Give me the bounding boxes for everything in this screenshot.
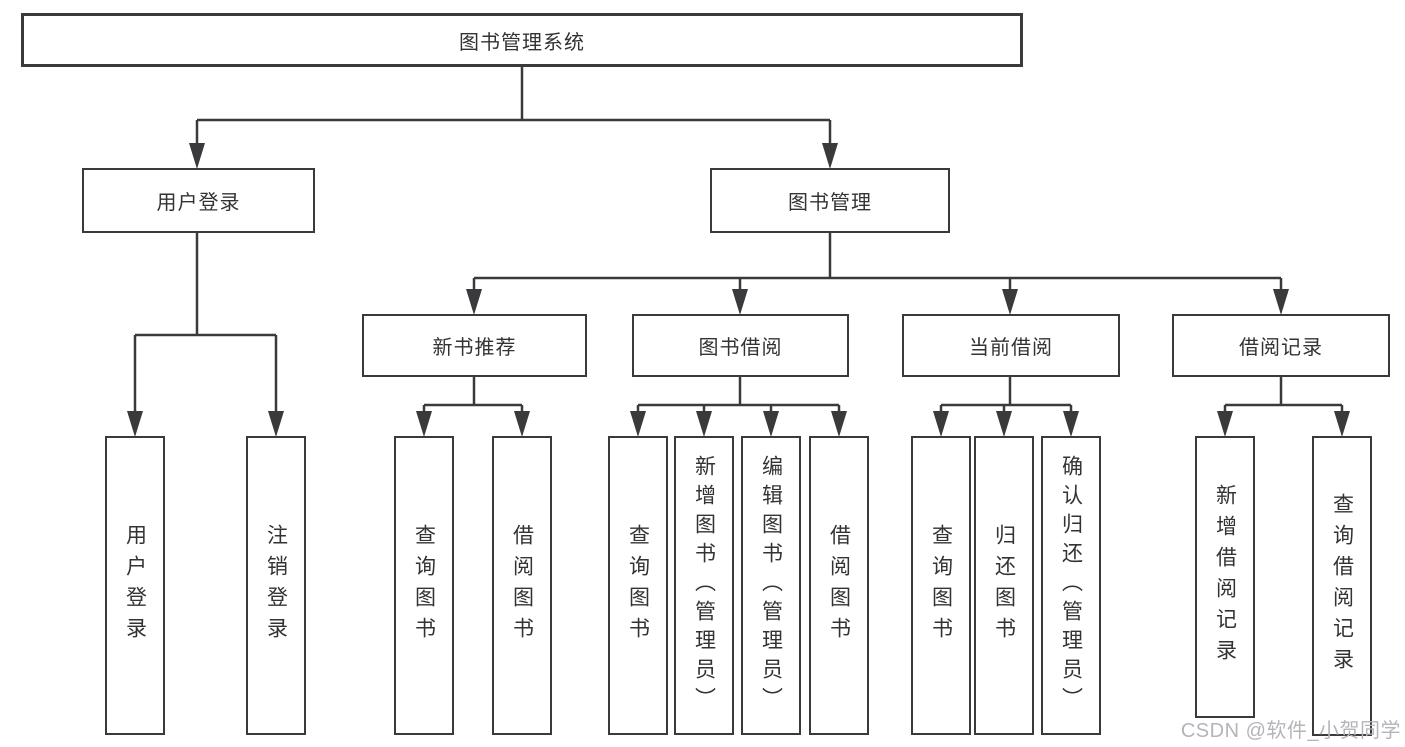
leaf-query-books-current: 查询图书 (911, 436, 971, 735)
leaf-logout: 注销登录 (246, 436, 306, 735)
node-new-book-recommend: 新书推荐 (362, 314, 587, 377)
node-book-management: 图书管理 (710, 168, 950, 233)
leaf-query-borrow-record: 查询借阅记录 (1312, 436, 1372, 736)
leaf-edit-books-admin: 编辑图书（管理员） (741, 436, 801, 735)
leaf-user-login: 用户登录 (105, 436, 165, 735)
node-borrowing-records: 借阅记录 (1172, 314, 1390, 377)
leaf-confirm-return-admin: 确认归还（管理员） (1041, 436, 1101, 735)
leaf-query-books-borrow: 查询图书 (608, 436, 668, 735)
leaf-return-books: 归还图书 (974, 436, 1034, 735)
csdn-watermark: CSDN @软件_小贺同学 (1180, 720, 1401, 742)
node-library-management-system: 图书管理系统 (21, 13, 1023, 67)
node-user-login: 用户登录 (82, 168, 315, 233)
node-current-borrowing: 当前借阅 (902, 314, 1120, 377)
arrowheads (127, 143, 1350, 437)
leaf-query-books-recommend: 查询图书 (394, 436, 454, 735)
leaf-borrow-books-recommend: 借阅图书 (492, 436, 552, 735)
leaf-add-borrow-record: 新增借阅记录 (1195, 436, 1255, 718)
node-book-borrowing: 图书借阅 (632, 314, 849, 377)
leaf-add-books-admin: 新增图书（管理员） (674, 436, 734, 735)
leaf-borrow-books: 借阅图书 (809, 436, 869, 735)
